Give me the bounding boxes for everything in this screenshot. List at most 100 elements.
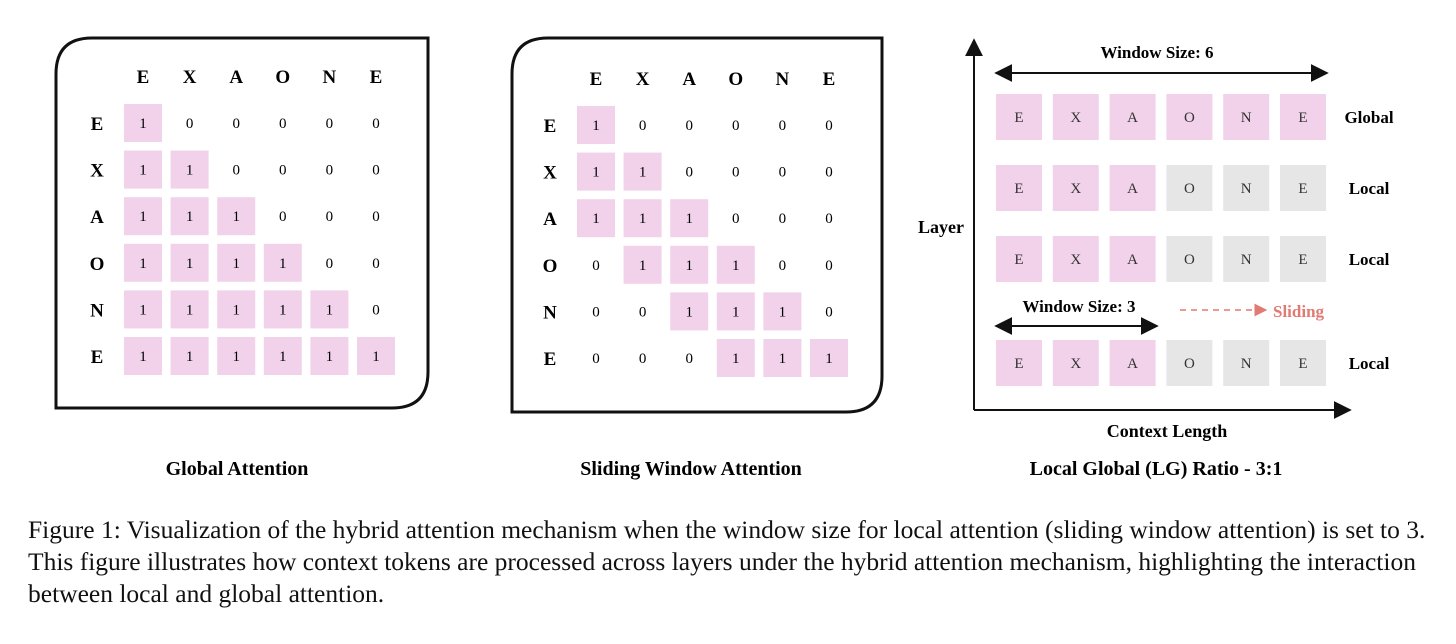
lg-token-label: N — [1241, 110, 1252, 126]
lg-token-label: E — [1298, 181, 1307, 197]
global-col-header: A — [229, 67, 243, 88]
sliding-cell-value: 0 — [732, 211, 740, 227]
sliding-active-cell — [716, 245, 755, 284]
sliding-active-cell — [577, 199, 615, 238]
lg-token-label: X — [1070, 252, 1081, 268]
global-cell-value: 1 — [139, 116, 147, 132]
sliding-cell-value: 0 — [825, 211, 833, 227]
global-cell-value: 1 — [186, 302, 194, 318]
sliding-cell-value: 1 — [732, 304, 740, 320]
global-cell-value: 0 — [372, 163, 380, 179]
global-active-cell — [170, 290, 209, 329]
lg-token-label: E — [1014, 252, 1023, 268]
sliding-row-header: E — [544, 349, 557, 370]
global-active-cell — [310, 337, 349, 375]
sliding-cell-value: 0 — [685, 351, 693, 367]
lg-token-cell — [1109, 165, 1156, 211]
global-cell-value: 1 — [232, 349, 240, 365]
sliding-row-header: A — [543, 209, 557, 230]
lg-token-cell — [1166, 165, 1213, 211]
sliding-active-cell — [577, 106, 615, 144]
global-cell-value: 0 — [326, 116, 334, 132]
lg-token-cell — [1166, 340, 1213, 386]
y-axis-label: Layer — [918, 217, 964, 237]
sliding-cell-value: 0 — [592, 304, 600, 320]
sliding-active-cell — [670, 292, 709, 331]
lg-token-cell — [1109, 340, 1156, 386]
lg-token-cell — [1052, 165, 1099, 211]
sliding-cell-value: 0 — [825, 118, 833, 134]
lg-token-label: X — [1070, 356, 1081, 372]
figure-caption: Figure 1: Visualization of the hybrid at… — [28, 515, 1426, 608]
lg-token-label: A — [1127, 181, 1138, 197]
lg-token-label: E — [1014, 356, 1023, 372]
window-size-6-label: Window Size: 6 — [1100, 43, 1213, 62]
sliding-cell-value: 0 — [639, 304, 647, 320]
global-cell-value: 1 — [279, 349, 287, 365]
sliding-cell-value: 0 — [685, 165, 693, 181]
lg-token-cell — [996, 94, 1042, 140]
lg-token-label: A — [1127, 252, 1138, 268]
global-active-cell — [124, 243, 162, 282]
global-cell-value: 1 — [139, 349, 147, 365]
global-cell-value: 0 — [326, 209, 334, 225]
lg-token-cell — [1052, 340, 1099, 386]
global-cell-value: 0 — [372, 209, 380, 225]
global-cell-value: 0 — [186, 116, 194, 132]
lg-token-label: A — [1127, 110, 1138, 126]
lg-token-label: E — [1298, 356, 1307, 372]
lg-token-label: O — [1184, 110, 1195, 126]
x-axis-label: Context Length — [1107, 421, 1228, 441]
lg-token-label: X — [1070, 110, 1081, 126]
sliding-cell-value: 0 — [732, 165, 740, 181]
global-col-header: N — [323, 67, 337, 88]
sliding-cell-value: 1 — [732, 351, 740, 367]
global-cell-value: 0 — [372, 302, 380, 318]
global-active-cell — [310, 290, 349, 329]
global-cell-value: 0 — [279, 163, 287, 179]
sliding-col-header: A — [682, 69, 696, 90]
lg-token-cell — [1280, 340, 1326, 386]
lg-layer-type-label: Local — [1349, 250, 1390, 269]
global-row-header: N — [90, 300, 104, 321]
sliding-cell-value: 0 — [825, 304, 833, 320]
lg-token-cell — [996, 236, 1042, 282]
lg-token-cell — [996, 340, 1042, 386]
sliding-row-header: N — [543, 302, 557, 323]
lg-layer-type-label: Global — [1344, 108, 1393, 127]
lg-token-label: E — [1014, 181, 1023, 197]
global-row-header: A — [90, 207, 104, 228]
lg-token-label: E — [1298, 110, 1307, 126]
global-cell-value: 1 — [139, 209, 147, 225]
sliding-col-header: E — [590, 69, 603, 90]
lg-token-label: E — [1014, 110, 1023, 126]
sliding-cell-value: 1 — [592, 211, 600, 227]
lg-token-cell — [1280, 94, 1326, 140]
global-cell-value: 1 — [232, 209, 240, 225]
lg-token-cell — [1166, 94, 1213, 140]
sliding-cell-value: 0 — [825, 258, 833, 274]
lg-token-label: E — [1298, 252, 1307, 268]
sliding-cell-value: 1 — [779, 304, 787, 320]
sliding-col-header: X — [636, 69, 650, 90]
global-active-cell — [263, 243, 302, 282]
lg-token-cell — [1223, 340, 1270, 386]
sliding-col-header: E — [823, 69, 836, 90]
sliding-cell-value: 0 — [592, 351, 600, 367]
sliding-cell-value: 0 — [592, 258, 600, 274]
global-active-cell — [170, 337, 209, 375]
global-row-header: E — [91, 114, 104, 135]
lg-token-label: O — [1184, 356, 1195, 372]
global-active-cell — [217, 197, 256, 236]
global-cell-value: 1 — [139, 256, 147, 272]
sliding-row-header: X — [543, 163, 557, 184]
global-active-cell — [170, 243, 209, 282]
global-active-cell — [217, 290, 256, 329]
global-cell-value: 0 — [232, 116, 240, 132]
sliding-cell-value: 0 — [639, 351, 647, 367]
sliding-cell-value: 1 — [732, 258, 740, 274]
sliding-cell-value: 1 — [685, 258, 693, 274]
sliding-cell-value: 0 — [825, 165, 833, 181]
lg-layer-type-label: Local — [1349, 354, 1390, 373]
